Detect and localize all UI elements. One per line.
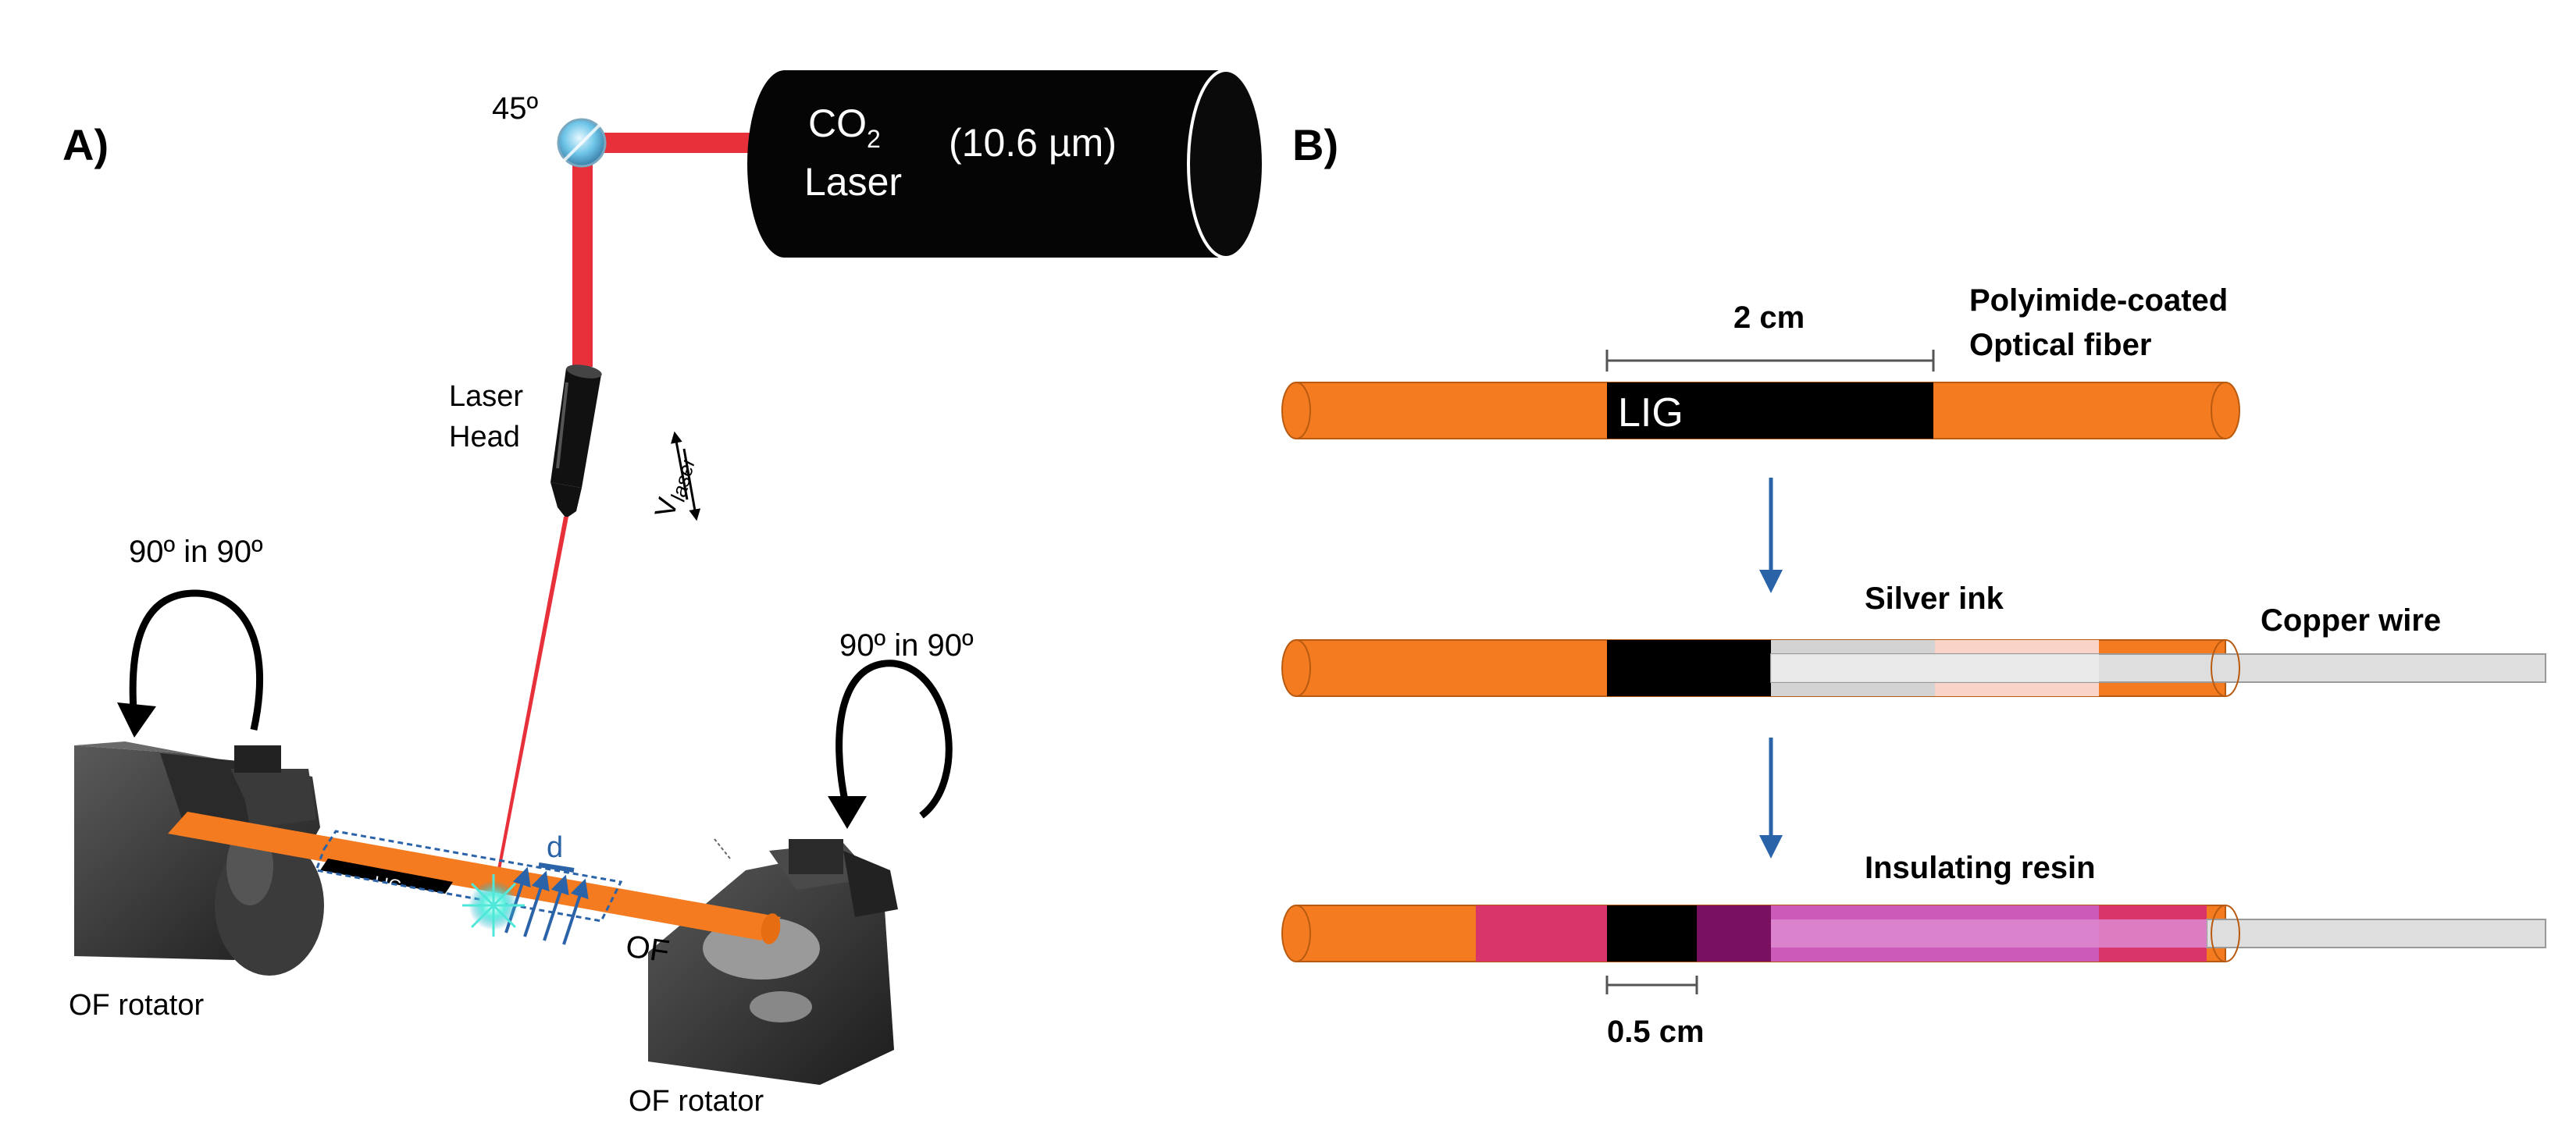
copper-wire-under-ink xyxy=(1771,654,2099,682)
lig-label-1: LIG xyxy=(1618,390,1683,436)
velocity-label: Vlaser xyxy=(648,451,700,522)
laser-beam-vertical xyxy=(572,140,593,367)
dimension-05cm-label: 0.5 cm xyxy=(1607,1015,1705,1049)
fiber-start-cap-3 xyxy=(1281,905,1311,962)
spacing-indicator xyxy=(538,862,575,873)
fiber-label: OF xyxy=(624,929,672,969)
fiber-end-cap-3 xyxy=(2211,905,2240,962)
scan-area-box xyxy=(314,830,623,923)
rotation-label-right: 90º in 90º xyxy=(839,628,974,663)
fiber-row-1: LIG xyxy=(1281,382,2240,439)
lig-segment-a xyxy=(320,859,453,894)
mirror-angle-label: 45º xyxy=(492,91,538,126)
laser-beam-focused xyxy=(493,517,568,890)
fiber-row-3 xyxy=(1281,905,2546,962)
laser-name-label: Laser xyxy=(804,160,902,204)
dimension-2cm xyxy=(1605,350,1935,372)
velocity-arrow-up xyxy=(671,431,689,500)
rotation-arrowhead-right xyxy=(828,796,867,829)
fiber-end-cap-1 xyxy=(2211,382,2240,439)
laser-co2-subscript: 2 xyxy=(867,125,881,153)
laser-head-label-line1: Laser xyxy=(449,380,523,413)
panel-a: A) 45º CO2 Laser (10.6 µm) Laser Head Vl… xyxy=(62,69,1265,1118)
spark-rays xyxy=(462,874,525,937)
laser-head-label-line2: Head xyxy=(449,421,520,453)
laser-head xyxy=(550,364,602,518)
optical-fiber xyxy=(168,812,781,941)
insulating-resin-label: Insulating resin xyxy=(1865,851,2096,885)
panel-b: B) LIG 2 cm Polyimide-coated Optical fib… xyxy=(1281,120,2546,1049)
resin-edge-left xyxy=(1476,905,1607,962)
laser-beam-horizontal xyxy=(578,133,765,153)
fiber-title-line2: Optical fiber xyxy=(1969,328,2151,362)
fiber-title-line1: Polyimide-coated xyxy=(1969,283,2228,318)
panel-b-label: B) xyxy=(1292,120,1338,169)
lig-segment-1 xyxy=(1607,382,1933,439)
fiber-end-cap-2 xyxy=(2211,639,2240,697)
fiber-start-cap-2 xyxy=(1281,639,1311,697)
lig-segment-3 xyxy=(1607,905,1697,962)
laser-co2-label: CO2 xyxy=(808,101,881,153)
lig-segment-2 xyxy=(1607,640,1771,696)
rotation-arrow-right xyxy=(836,660,953,819)
dimension-05cm xyxy=(1605,976,1698,994)
panel-a-label: A) xyxy=(62,120,109,169)
pointer-line xyxy=(714,838,731,859)
fiber-row-2 xyxy=(1281,639,2546,697)
rotator-label-right: OF rotator xyxy=(629,1085,764,1118)
rotation-label-left: 90º in 90º xyxy=(129,535,263,569)
fiber-end-cap xyxy=(761,913,781,944)
fiber-start-cap-1 xyxy=(1281,382,1311,439)
lig-label-a: LIG xyxy=(372,872,403,896)
dimension-2cm-label: 2 cm xyxy=(1733,300,1805,335)
rotator-right xyxy=(648,839,898,1085)
copper-wire-label: Copper wire xyxy=(2261,603,2441,638)
laser-wavelength-label: (10.6 µm) xyxy=(949,121,1117,165)
rotation-arrowhead-left xyxy=(117,702,156,738)
silver-ink-label: Silver ink xyxy=(1865,581,2004,616)
copper-wire-3 xyxy=(2206,919,2546,948)
rotator-label-left: OF rotator xyxy=(69,989,204,1022)
velocity-arrow-down xyxy=(682,448,701,521)
wire-under-resin xyxy=(1771,919,2207,948)
rotator-left xyxy=(74,741,324,976)
mirror-surface xyxy=(562,123,601,162)
rotation-arrow-left xyxy=(129,589,264,731)
spacing-label: d xyxy=(547,831,563,864)
laser-co2-main: CO xyxy=(808,101,867,145)
resin-over-lig xyxy=(1697,905,1771,962)
co2-laser: CO2 Laser (10.6 µm) xyxy=(747,69,1265,259)
